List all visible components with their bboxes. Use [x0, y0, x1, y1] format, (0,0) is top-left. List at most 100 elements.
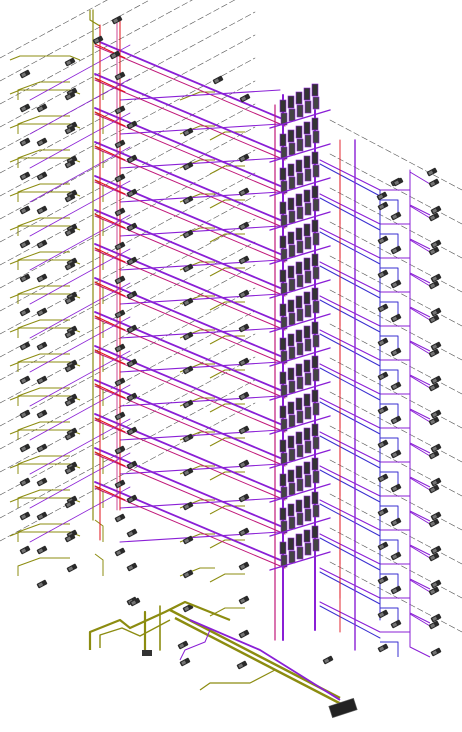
fixture-highlight [432, 446, 438, 451]
fixture-body [114, 275, 126, 285]
fixture-highlight [379, 238, 385, 243]
fixture-body [36, 273, 48, 283]
meter-bank-icon [303, 359, 311, 373]
fixture-body [430, 307, 442, 317]
drain-branch [17, 523, 70, 542]
fixture-body [182, 161, 194, 171]
fixture-body [430, 613, 442, 623]
fixture-body [19, 545, 31, 555]
supply-branch-magenta [94, 147, 286, 229]
right-branch-blue [380, 267, 399, 283]
fixture-icon [238, 391, 250, 401]
meter-bank-icon [311, 525, 319, 539]
fixture-icon [390, 279, 402, 289]
dashed-grid-line [0, 241, 256, 381]
fixture-body [19, 307, 31, 317]
meter-header-pipe [269, 347, 331, 367]
drain-branch [209, 335, 245, 345]
cross-branch [29, 180, 131, 237]
fixture-body [430, 647, 442, 657]
meter-bank-icon [312, 232, 320, 246]
right-branch-blue [319, 401, 381, 435]
meter-bank-icon [288, 312, 296, 326]
fixture-icon [109, 50, 121, 60]
fixture-icon [36, 103, 48, 113]
fixture-highlight [116, 346, 122, 351]
fixture-body [64, 227, 76, 237]
fixture-icon [390, 313, 402, 323]
fixture-body [390, 585, 402, 595]
fixture-body [114, 309, 126, 319]
fixture-icon [19, 511, 31, 521]
fixture-icon [182, 603, 194, 613]
dashed-grid-line [0, 149, 256, 289]
right-branch-purple [409, 598, 431, 624]
meter-bank-icon [279, 99, 287, 113]
drain-branch [94, 485, 104, 508]
right-branch-purple [380, 273, 431, 293]
meter-bank-icon [279, 371, 287, 385]
right-branch-purple [409, 564, 431, 590]
fixture-body [428, 246, 440, 256]
fixture-icon [238, 629, 250, 639]
right-branch-blue [380, 437, 399, 453]
fixture-body [236, 660, 248, 670]
meter-bank-icon [295, 499, 303, 513]
fixture-highlight [116, 516, 122, 521]
fixture-icon [377, 473, 389, 483]
fixture-icon [36, 205, 48, 215]
fixture-body [430, 579, 442, 589]
fixture-highlight [392, 588, 398, 593]
dashed-grid-line [329, 493, 462, 565]
supply-branch-magenta [94, 45, 286, 127]
fixture-icon [64, 533, 76, 543]
fixture-body [36, 579, 48, 589]
drain-branch [94, 349, 104, 372]
fixture-icon [126, 120, 138, 130]
right-branch-purple [409, 462, 431, 488]
fixture-icon [36, 545, 48, 555]
supply-branch-magenta [94, 487, 286, 569]
meter-bank-icon [296, 172, 304, 186]
dashed-grid-line [329, 153, 462, 225]
fixture-body [19, 137, 31, 147]
fixture-icon [238, 153, 250, 163]
drain-branch [179, 91, 215, 101]
fixture-icon [64, 193, 76, 203]
drain-branch [94, 145, 104, 168]
fixture-icon [182, 263, 194, 273]
fixture-icon [126, 188, 138, 198]
meter-bank-icon [304, 236, 312, 250]
fixture-icon [182, 331, 194, 341]
fixture-highlight [21, 106, 27, 111]
supply-branch-magenta [94, 351, 286, 433]
fixture-highlight [128, 293, 134, 298]
fixture-highlight [66, 60, 72, 65]
fixture-highlight [184, 606, 190, 611]
fixture-highlight [392, 282, 398, 287]
fixture-highlight [379, 476, 385, 481]
supply-branch-purple [94, 277, 286, 359]
fixture-icon [64, 227, 76, 237]
drain-branch [94, 77, 104, 100]
fixture-icon [126, 528, 138, 538]
fixture-body [179, 657, 191, 667]
fixture-icon [430, 579, 442, 589]
fixture-body [126, 222, 138, 232]
fixture-body [19, 273, 31, 283]
right-branch-purple [409, 190, 431, 216]
right-branch-blue [319, 469, 381, 503]
fixture-highlight [38, 242, 44, 247]
fixture-highlight [240, 326, 246, 331]
meter-header-pipe [269, 109, 331, 129]
fixture-body [182, 229, 194, 239]
right-branch-blue [319, 265, 381, 299]
drain-branch [17, 251, 70, 270]
fixture-highlight [184, 164, 190, 169]
fixture-body [238, 391, 250, 401]
fixture-highlight [116, 74, 122, 79]
fixture-icon [129, 597, 141, 607]
fixture-body [390, 279, 402, 289]
drain-branch [209, 471, 245, 481]
fixture-icon [428, 280, 440, 290]
